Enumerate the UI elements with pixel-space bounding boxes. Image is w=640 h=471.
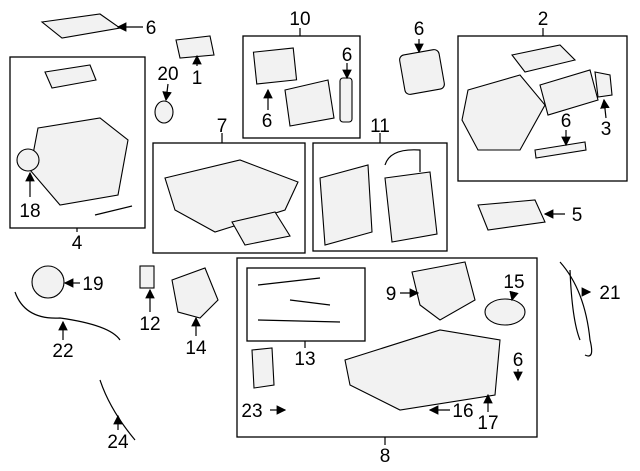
part-2-case bbox=[461, 44, 613, 159]
callout-21: 21 bbox=[599, 283, 620, 304]
callout-2: 2 bbox=[538, 9, 549, 30]
part-15-blower bbox=[484, 298, 526, 326]
callout-10: 10 bbox=[289, 9, 310, 30]
callout-8: 8 bbox=[380, 446, 391, 467]
callout-22: 22 bbox=[52, 341, 73, 362]
part-8-case-lower bbox=[344, 329, 501, 411]
part-11-evaporator bbox=[319, 149, 438, 246]
part-1-duct bbox=[175, 35, 215, 59]
callout-4: 4 bbox=[72, 233, 83, 254]
part-12-sensor bbox=[139, 265, 155, 289]
group-box-7 bbox=[152, 142, 306, 254]
callout-12: 12 bbox=[139, 314, 160, 335]
part-6-seal bbox=[399, 49, 445, 95]
callout-11: 11 bbox=[370, 116, 390, 137]
callout-5: 5 bbox=[572, 205, 583, 226]
callout-7: 7 bbox=[217, 116, 228, 137]
group-box-13 bbox=[246, 267, 366, 342]
callout-6: 6 bbox=[513, 350, 524, 371]
callout-6: 6 bbox=[561, 111, 572, 132]
callout-9: 9 bbox=[386, 284, 397, 305]
part-9-case bbox=[411, 261, 476, 321]
part-19-pulley bbox=[31, 265, 65, 299]
callout-23: 23 bbox=[241, 401, 262, 422]
part-13-tubes bbox=[257, 277, 341, 323]
callout-20: 20 bbox=[157, 64, 178, 85]
callout-18: 18 bbox=[19, 201, 40, 222]
group-box-8 bbox=[236, 257, 538, 438]
callout-16: 16 bbox=[452, 401, 473, 422]
part-14-seal bbox=[171, 267, 219, 319]
callout-17: 17 bbox=[477, 413, 498, 434]
callout-19: 19 bbox=[82, 274, 103, 295]
part-24-hose bbox=[99, 379, 136, 441]
part-7-case bbox=[164, 159, 299, 246]
callout-13: 13 bbox=[294, 349, 315, 370]
callout-6: 6 bbox=[414, 19, 425, 40]
part-21-harness bbox=[559, 261, 593, 357]
callout-6: 6 bbox=[146, 18, 157, 39]
callout-6: 6 bbox=[262, 111, 273, 132]
leader-lines bbox=[25, 22, 610, 445]
callout-6: 6 bbox=[342, 45, 353, 66]
callout-24: 24 bbox=[107, 432, 129, 453]
part-10-core bbox=[252, 47, 353, 127]
callout-1: 1 bbox=[192, 68, 203, 89]
part-13-pad bbox=[251, 347, 275, 389]
part-4-housing bbox=[16, 64, 133, 216]
part-5-filter bbox=[477, 199, 546, 231]
group-box-10 bbox=[242, 35, 361, 139]
part-filter-top bbox=[40, 13, 122, 39]
callout-15: 15 bbox=[503, 272, 524, 293]
callout-14: 14 bbox=[185, 338, 207, 359]
part-22-harness bbox=[14, 291, 121, 341]
part-20 bbox=[154, 100, 174, 124]
callout-3: 3 bbox=[601, 119, 612, 140]
